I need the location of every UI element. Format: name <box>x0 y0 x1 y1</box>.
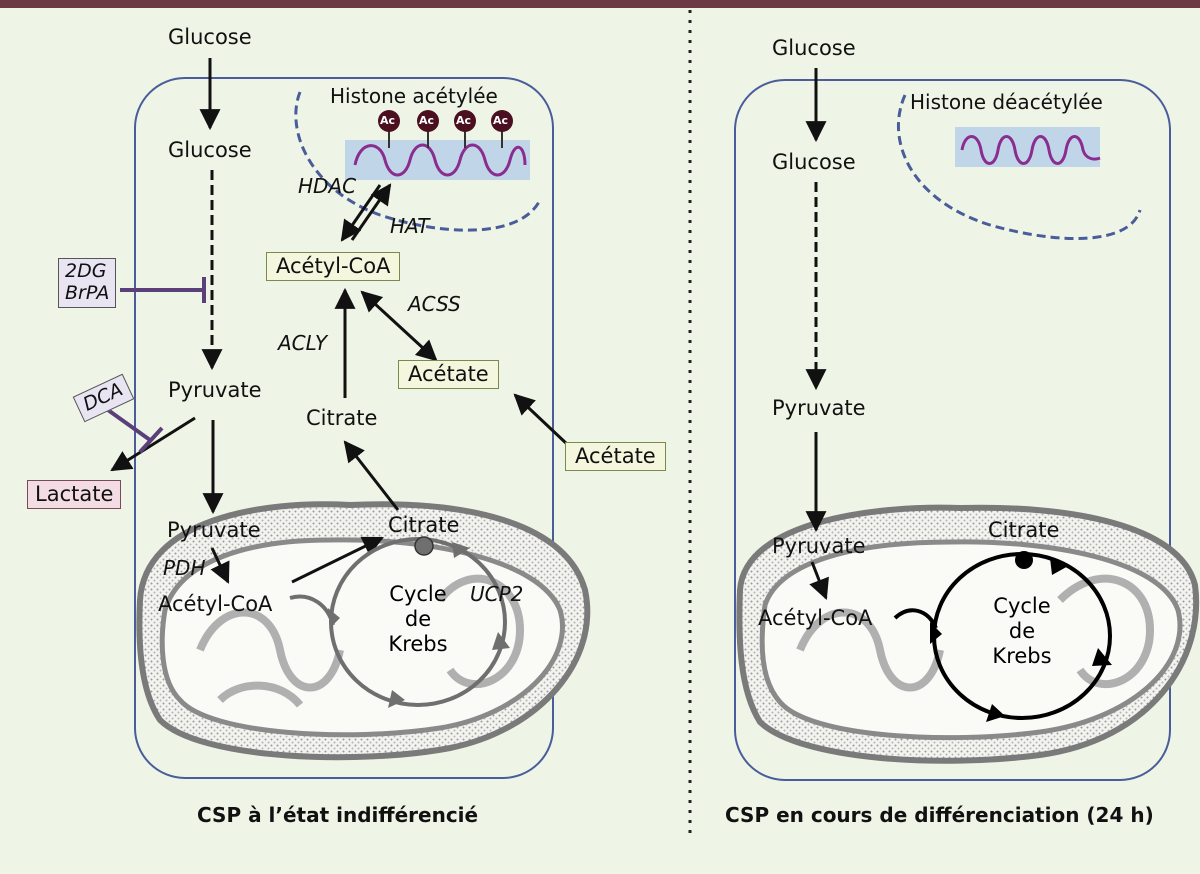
inhibitor-brpa-label: BrPA <box>65 281 110 304</box>
inhibitor-2dg-label: 2DG <box>65 260 107 282</box>
citrate-mito-left: Citrate <box>388 513 460 537</box>
krebs-line-3-right: Krebs <box>992 644 1052 669</box>
arrow-acetate-import <box>513 393 570 447</box>
caption-left: CSP à l’état indifférencié <box>197 803 479 827</box>
pyruvate-cytosol-right: Pyruvate <box>772 396 866 420</box>
krebs-cycle-label-left: Cycle de Krebs <box>378 582 458 658</box>
inhibitor-dca-line <box>106 408 152 442</box>
ac-text-1: Ac <box>380 114 396 127</box>
ac-text-4: Ac <box>493 114 509 127</box>
acly-label: ACLY <box>278 331 328 355</box>
top-bar <box>0 0 1200 8</box>
acetyl-coa-cytosol-box: Acétyl-CoA <box>266 252 401 281</box>
krebs-line-2-left: de <box>404 607 432 632</box>
citrate-cytosol-label: Citrate <box>306 406 378 430</box>
caption-right: CSP en cours de différenciation (24 h) <box>725 803 1154 827</box>
krebs-line-3-left: Krebs <box>388 632 448 657</box>
acetyl-badge-4 <box>491 110 513 132</box>
acetyl-badge-2 <box>417 110 439 132</box>
arrow-pyruvate-lactate <box>110 416 196 472</box>
arrow-citrate-export-left <box>343 440 400 511</box>
inhibitor-dca-bar <box>138 426 164 454</box>
krebs-cycle-label-right: Cycle de Krebs <box>982 594 1062 670</box>
krebs-cycle-left <box>289 536 510 708</box>
krebs-line-1-right: Cycle <box>993 594 1051 618</box>
inhibitor-box-2dg-brpa: 2DG BrPA <box>58 258 117 308</box>
arrow-pdh-right <box>809 561 829 600</box>
acss-label: ACSS <box>408 292 461 316</box>
glucose-intracellular-left: Glucose <box>168 138 252 162</box>
arrow-acss <box>360 290 438 362</box>
chromatin-dashed-right <box>896 94 1142 241</box>
histone-deacetylated-label: Histone déacétylée <box>910 90 1103 114</box>
acetyl-badges <box>378 110 513 148</box>
histone-coil-right <box>960 135 1101 165</box>
acetyl-coa-mito-left: Acétyl-CoA <box>158 592 273 616</box>
glucose-intracellular-right: Glucose <box>772 150 856 174</box>
pdh-label: PDH <box>163 556 206 580</box>
acetate-extracellular-box: Acétate <box>565 442 666 471</box>
krebs-line-2-right: de <box>1008 619 1036 644</box>
chromatin-dashed-left <box>294 91 542 232</box>
mitochondrion-left <box>136 501 591 761</box>
arrow-hat <box>350 183 392 241</box>
lactate-box: Lactate <box>27 480 122 509</box>
pyruvate-mito-right: Pyruvate <box>772 534 866 558</box>
ucp2-label: UCP2 <box>470 582 524 606</box>
citrate-mito-right: Citrate <box>988 518 1060 542</box>
histone-coil-left <box>353 143 527 177</box>
glucose-extracellular-right: Glucose <box>772 36 856 60</box>
hdac-label: HDAC <box>298 174 357 198</box>
krebs-line-1-left: Cycle <box>389 582 447 606</box>
acetyl-coa-mito-right: Acétyl-CoA <box>758 606 873 630</box>
acetyl-badge-1 <box>378 110 400 132</box>
acetate-intracellular-box: Acétate <box>398 360 499 389</box>
arrow-acetylcoa-citrate-left <box>291 536 384 584</box>
hat-label: HAT <box>390 214 430 238</box>
ac-text-2: Ac <box>419 114 435 127</box>
pyruvate-mito-left: Pyruvate <box>167 518 261 542</box>
histone-acetylated-label: Histone acétylée <box>330 84 498 108</box>
ac-text-3: Ac <box>456 114 472 127</box>
krebs-cycle-right <box>893 551 1112 722</box>
arrow-pdh-left <box>210 547 230 584</box>
pyruvate-cytosol-left: Pyruvate <box>168 378 262 402</box>
acetyl-badge-3 <box>454 110 476 132</box>
glucose-extracellular-left: Glucose <box>168 25 252 49</box>
